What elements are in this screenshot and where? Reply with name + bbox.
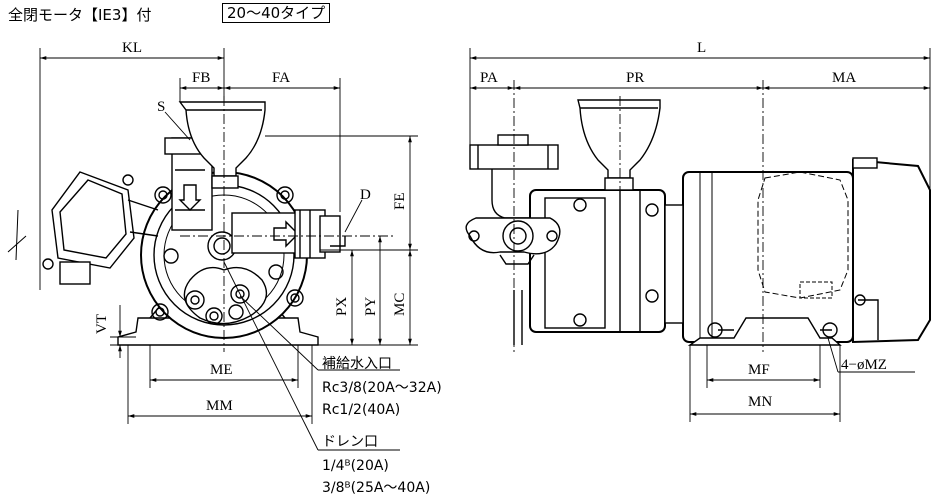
side-priming-funnel <box>577 99 661 179</box>
note-supply-title: 補給水入口 <box>322 356 392 372</box>
note-supply-1: Rc3/8(20A～32A) <box>322 380 442 396</box>
front-dimensions <box>39 48 418 451</box>
label-S: S <box>157 99 165 115</box>
front-view <box>42 101 346 346</box>
label-MM: MM <box>206 398 233 414</box>
label-PR: PR <box>626 70 644 86</box>
drawing-title: 全閉モータ【IE3】付 <box>8 6 152 24</box>
side-dimensions <box>469 48 931 422</box>
label-KL: KL <box>122 40 142 56</box>
side-labels: L PA PR MA MF MN 4−øMZ <box>480 40 887 410</box>
break-mark <box>7 209 27 261</box>
label-D: D <box>360 187 371 203</box>
label-FE: FE <box>392 192 408 210</box>
label-MA: MA <box>832 70 856 86</box>
label-PX: PX <box>334 297 350 316</box>
label-FB: FB <box>192 70 210 86</box>
note-supply-2: Rc1/2(40A) <box>322 402 400 418</box>
type-range-badge: 20～40タイプ <box>222 3 331 23</box>
label-PY: PY <box>363 297 379 316</box>
label-ME: ME <box>210 362 233 378</box>
side-view <box>465 99 931 346</box>
label-MN: MN <box>748 394 772 410</box>
front-terminal-box <box>51 171 135 269</box>
label-MC: MC <box>392 293 408 316</box>
note-drain-2: 3/8ᴮ(25A～40A) <box>322 480 430 496</box>
type-range-text: 20～40タイプ <box>222 3 331 23</box>
front-labels: KL FB FA S D FE PX PY MC VT ME MM 補給水入口 … <box>94 40 442 496</box>
label-L: L <box>697 40 706 56</box>
label-MZ: 4−øMZ <box>841 357 887 373</box>
label-VT: VT <box>94 314 110 334</box>
label-FA: FA <box>272 70 290 86</box>
side-motor-body <box>682 171 854 343</box>
note-drain-1: 1/4ᴮ(20A) <box>322 458 389 474</box>
note-drain-title: ドレン口 <box>322 434 378 450</box>
label-PA: PA <box>480 70 498 86</box>
label-MF: MF <box>748 362 770 378</box>
